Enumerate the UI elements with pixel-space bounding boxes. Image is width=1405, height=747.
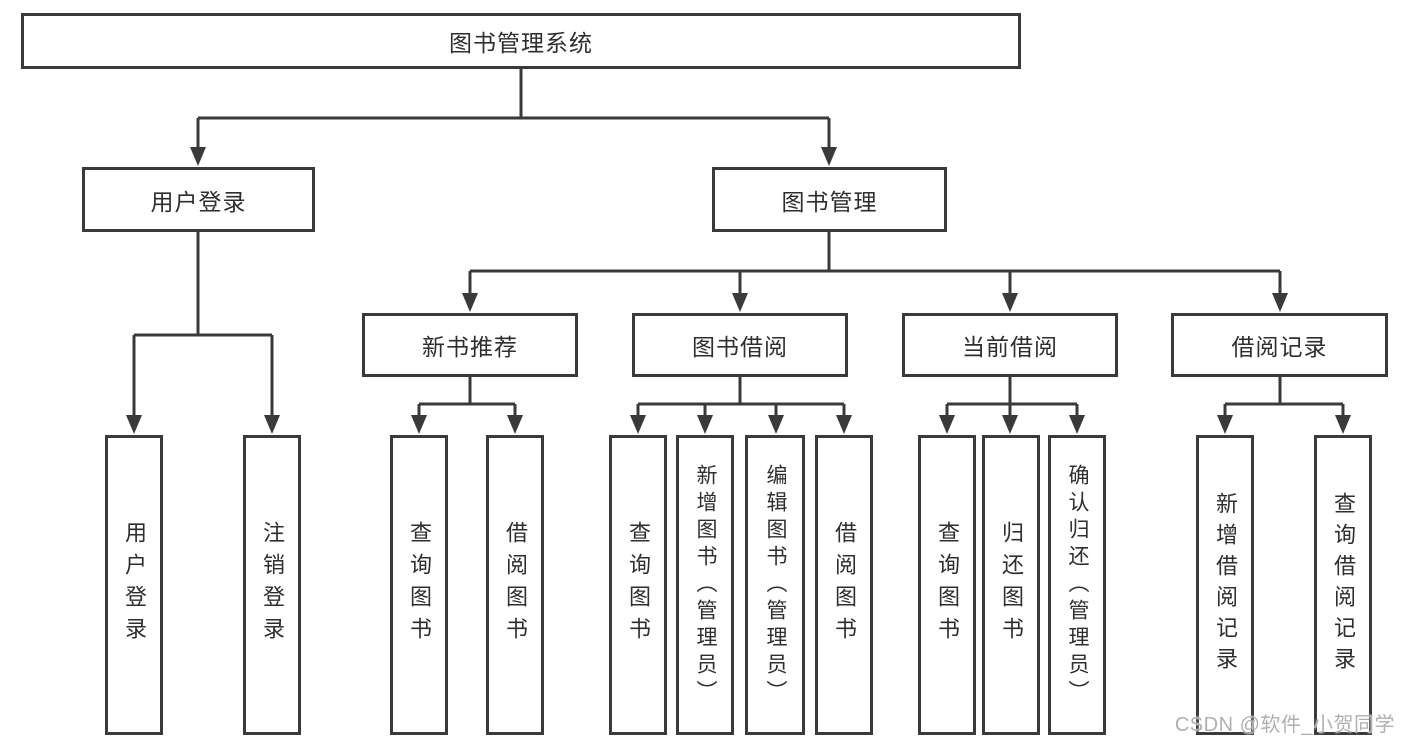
leaf-current-confirm-return-admin: 确认归还（管理员） [1048, 435, 1106, 735]
arrowhead-icon [836, 415, 852, 434]
node-label: 归还图书 [999, 521, 1024, 649]
node-label: 新书推荐 [422, 334, 518, 360]
arrowhead-icon [1335, 415, 1351, 434]
arrowhead-icon [507, 415, 523, 434]
node-book-borrowing: 图书借阅 [632, 313, 848, 377]
connector-bookborrow-to-leaves [636, 377, 846, 418]
arrowhead-icon [1272, 293, 1288, 312]
node-current-borrowing: 当前借阅 [902, 313, 1118, 377]
node-label: 当前借阅 [962, 334, 1058, 360]
arrowhead-icon [1069, 415, 1085, 434]
arrowhead-icon [697, 415, 713, 434]
node-new-book-recommend: 新书推荐 [362, 313, 578, 377]
node-label: 查询图书 [626, 521, 651, 649]
node-label: 借阅图书 [832, 521, 857, 649]
arrowhead-icon [1217, 415, 1233, 434]
node-label: 注销登录 [260, 521, 285, 649]
node-label: 借阅图书 [503, 521, 528, 649]
node-label: 用户登录 [122, 521, 147, 649]
arrowhead-icon [732, 293, 748, 312]
leaf-current-query-books: 查询图书 [918, 435, 976, 735]
connector-currentborrow-to-leaves [945, 377, 1079, 418]
node-label: 新增借阅记录 [1213, 492, 1238, 678]
node-label: 图书管理系统 [449, 30, 593, 56]
node-label: 新增图书（管理员） [694, 463, 717, 707]
connector-newbook-to-leaves [417, 377, 517, 418]
node-user-login: 用户登录 [82, 167, 315, 232]
csdn-watermark: CSDN @软件_小贺同学 [1174, 714, 1395, 736]
leaf-records-query-record: 查询借阅记录 [1314, 435, 1372, 735]
node-label: 编辑图书（管理员） [764, 463, 787, 707]
leaf-borrow-add-books-admin: 新增图书（管理员） [676, 435, 734, 735]
leaf-borrow-query-books: 查询图书 [609, 435, 667, 735]
leaf-logout: 注销登录 [243, 435, 301, 735]
node-label: 图书管理 [781, 188, 878, 215]
arrowhead-icon [939, 415, 955, 434]
node-borrow-records: 借阅记录 [1171, 313, 1388, 377]
connector-bookmgmt-to-l3 [468, 232, 1282, 296]
arrowhead-icon [1002, 415, 1018, 434]
node-label: 用户登录 [150, 188, 247, 215]
node-label: 查询图书 [407, 521, 432, 649]
connector-userlogin-to-leaves [132, 232, 274, 418]
arrowhead-icon [462, 293, 478, 312]
arrowhead-icon [630, 415, 646, 434]
node-book-management: 图书管理 [712, 167, 947, 232]
connector-records-to-leaves [1223, 377, 1345, 418]
node-label: 借阅记录 [1231, 334, 1328, 360]
leaf-borrow-borrow-books: 借阅图书 [815, 435, 873, 735]
arrowhead-icon [1002, 293, 1018, 312]
node-label: 图书借阅 [692, 334, 788, 360]
arrowheads-layer [126, 147, 1351, 434]
node-label: 确认归还（管理员） [1066, 463, 1089, 707]
arrowhead-icon [768, 415, 784, 434]
arrowhead-icon [126, 415, 142, 434]
leaf-newbook-query-books: 查询图书 [390, 435, 448, 735]
arrowhead-icon [411, 415, 427, 434]
leaf-borrow-edit-books-admin: 编辑图书（管理员） [745, 435, 805, 735]
node-label: 查询借阅记录 [1331, 492, 1356, 678]
leaf-user-login: 用户登录 [105, 435, 163, 735]
leaf-records-add-record: 新增借阅记录 [1196, 435, 1254, 735]
leaf-newbook-borrow-books: 借阅图书 [486, 435, 544, 735]
arrowhead-icon [190, 147, 206, 166]
connector-root-to-l2 [196, 69, 831, 150]
arrowhead-icon [264, 415, 280, 434]
node-library-system: 图书管理系统 [21, 13, 1021, 69]
leaf-current-return-books: 归还图书 [982, 435, 1040, 735]
arrowhead-icon [821, 147, 837, 166]
node-label: 查询图书 [935, 521, 960, 649]
